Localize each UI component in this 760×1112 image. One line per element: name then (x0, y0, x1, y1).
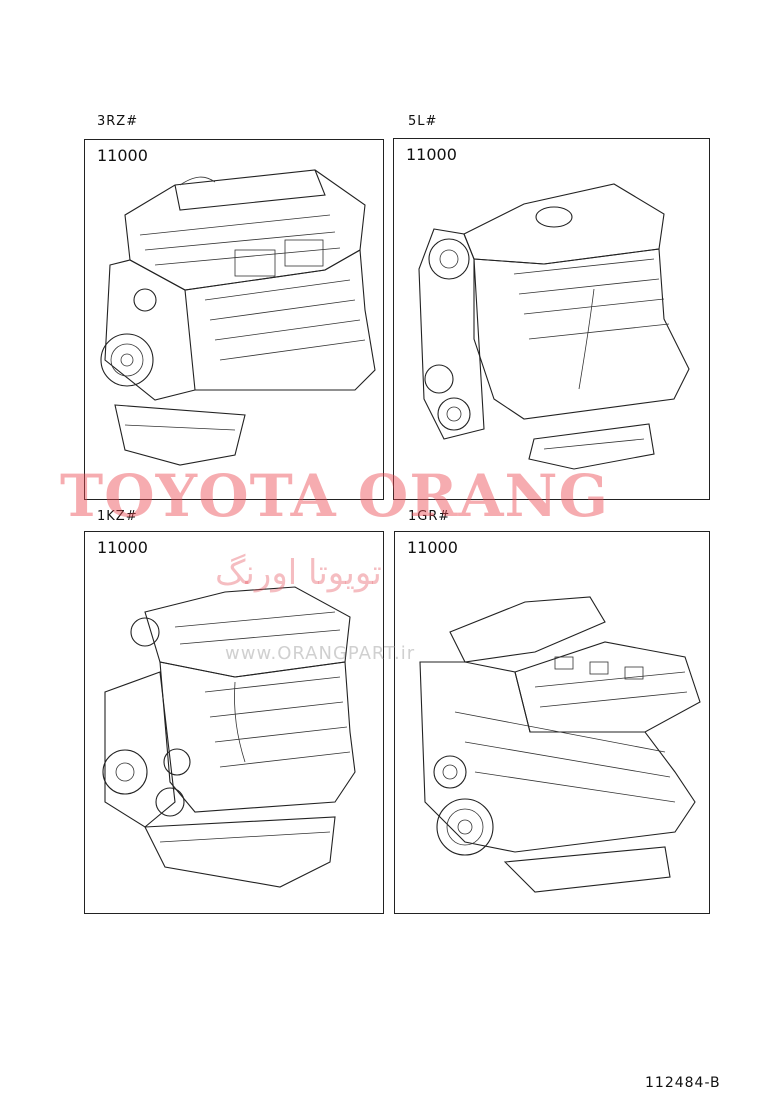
engine-panel-5l[interactable]: 11000 (393, 138, 710, 500)
part-number: 11000 (406, 145, 457, 164)
part-number: 11000 (97, 146, 148, 165)
engine-illustration-1gr (419, 596, 701, 893)
model-label-1gr: 1GR# (408, 509, 451, 524)
engine-illustration-1kz (102, 586, 356, 888)
watermark-url: www.ORANGPART.ir (225, 643, 416, 664)
engine-panel-1gr[interactable]: 11000 (394, 531, 710, 914)
illustration-number: 112484-B (645, 1075, 721, 1091)
engine-illustration-3rz (100, 169, 376, 466)
model-label-5l: 5L# (408, 114, 438, 129)
part-number: 11000 (97, 538, 148, 557)
engine-illustration-5l (418, 183, 690, 470)
watermark-latin: TOYOTA ORANG (60, 462, 610, 530)
model-label-1kz: 1KZ# (97, 509, 138, 524)
watermark-farsi: تویوتا اورنگ (215, 553, 382, 593)
part-number: 11000 (407, 538, 458, 557)
engine-panel-3rz[interactable]: 11000 (84, 139, 384, 500)
model-label-3rz: 3RZ# (97, 114, 139, 129)
engine-panel-1kz[interactable]: 11000 (84, 531, 384, 914)
